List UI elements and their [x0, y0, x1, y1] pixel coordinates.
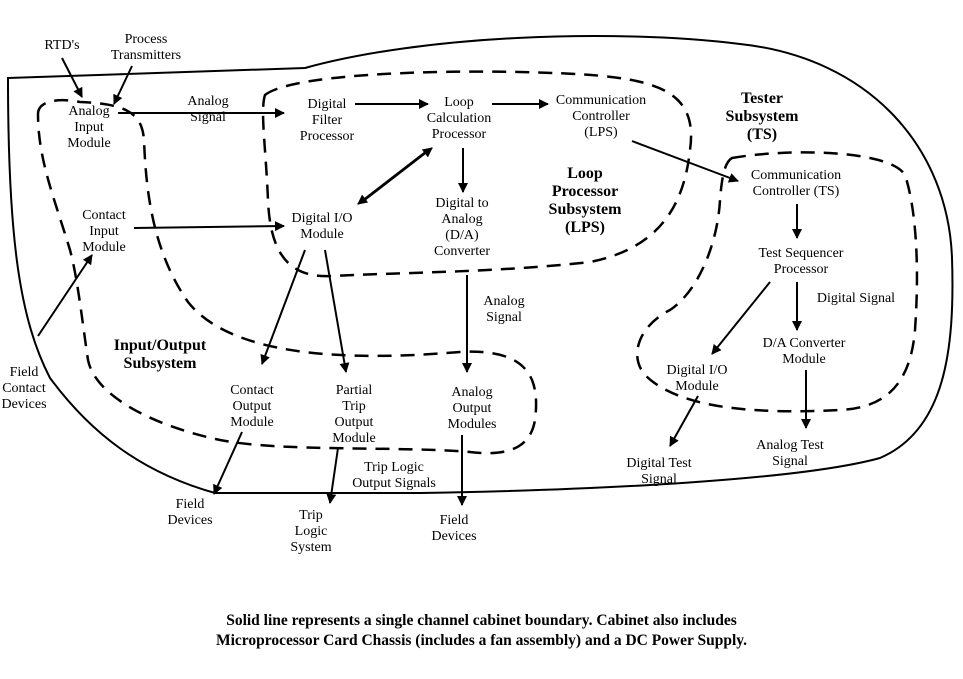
arrow-test-seq-to-digital-io-ts	[711, 281, 771, 355]
arrow-comm-lps-to-comm-ts	[631, 140, 739, 183]
arrow-rtd-to-analog-input	[61, 57, 83, 98]
arrow-contact-input-to-digital-io	[133, 221, 285, 232]
cabinet-boundary	[6, 35, 954, 494]
arrow-field-contact-to-contact-input	[37, 254, 93, 337]
arrow-digital-io-ts-to-test-signal	[669, 395, 699, 447]
digital-signal-label: Digital Signal	[816, 291, 896, 306]
arrow-digital-io-to-partial-trip	[324, 249, 350, 373]
arrow-digital-io-to-contact-output	[260, 249, 306, 365]
rtds-label: RTD's	[44, 38, 80, 53]
arrow-contact-output-to-field-devices	[213, 431, 243, 495]
caption-line-1: Solid line represents a single channel c…	[226, 612, 737, 629]
arrow-loop-calc-to-digital-io	[357, 149, 429, 205]
arrow-transmitters-to-analog-input	[113, 65, 133, 105]
io-subsystem-boundary	[36, 98, 538, 455]
ts-boundary	[635, 151, 919, 413]
caption-line-2: Microprocessor Card Chassis (includes a …	[215, 632, 748, 649]
arrow-partial-trip-to-trip-logic	[326, 447, 339, 504]
lps-boundary	[261, 70, 693, 278]
